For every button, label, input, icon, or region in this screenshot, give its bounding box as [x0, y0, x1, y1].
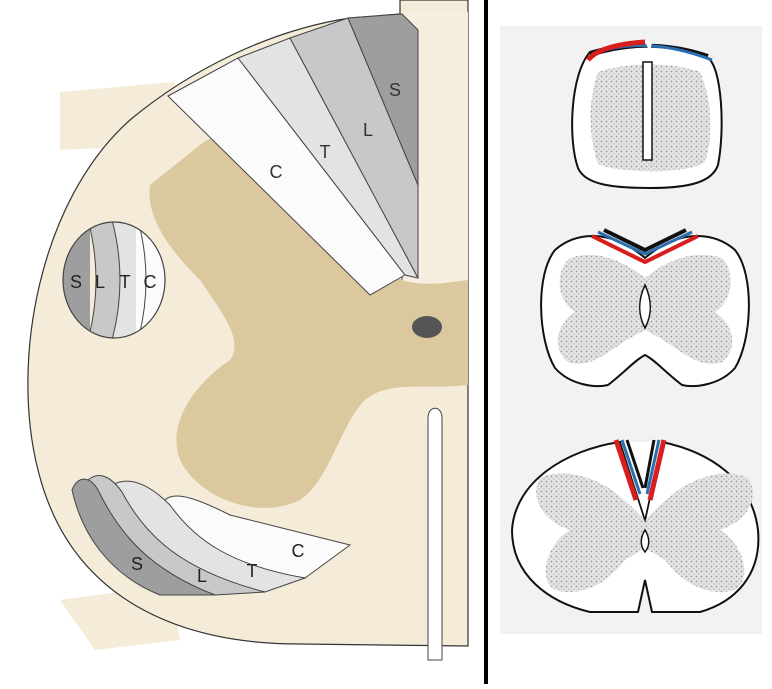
central-canal [412, 316, 442, 338]
anterior-label-t: T [247, 561, 258, 581]
posterior-label-s: S [389, 80, 401, 100]
lateral-label-l: L [95, 272, 105, 292]
anterior-label-s: S [131, 554, 143, 574]
anterior-label-c: C [292, 541, 305, 561]
anterior-median-fissure [428, 408, 442, 660]
lateral-label-c: C [144, 272, 157, 292]
anterior-label-l: L [197, 566, 207, 586]
section-upper-canal [643, 62, 652, 160]
lateral-label-t: T [120, 272, 131, 292]
panel-divider [484, 0, 488, 684]
posterior-label-t: T [320, 142, 331, 162]
right-panel [500, 26, 762, 634]
posterior-label-c: C [270, 162, 283, 182]
left-panel: C T L S S L T C [0, 0, 484, 684]
lateral-label-s: S [70, 272, 82, 292]
section-lower-canal [641, 530, 649, 552]
posterior-label-l: L [363, 120, 373, 140]
section-upper [572, 42, 722, 188]
